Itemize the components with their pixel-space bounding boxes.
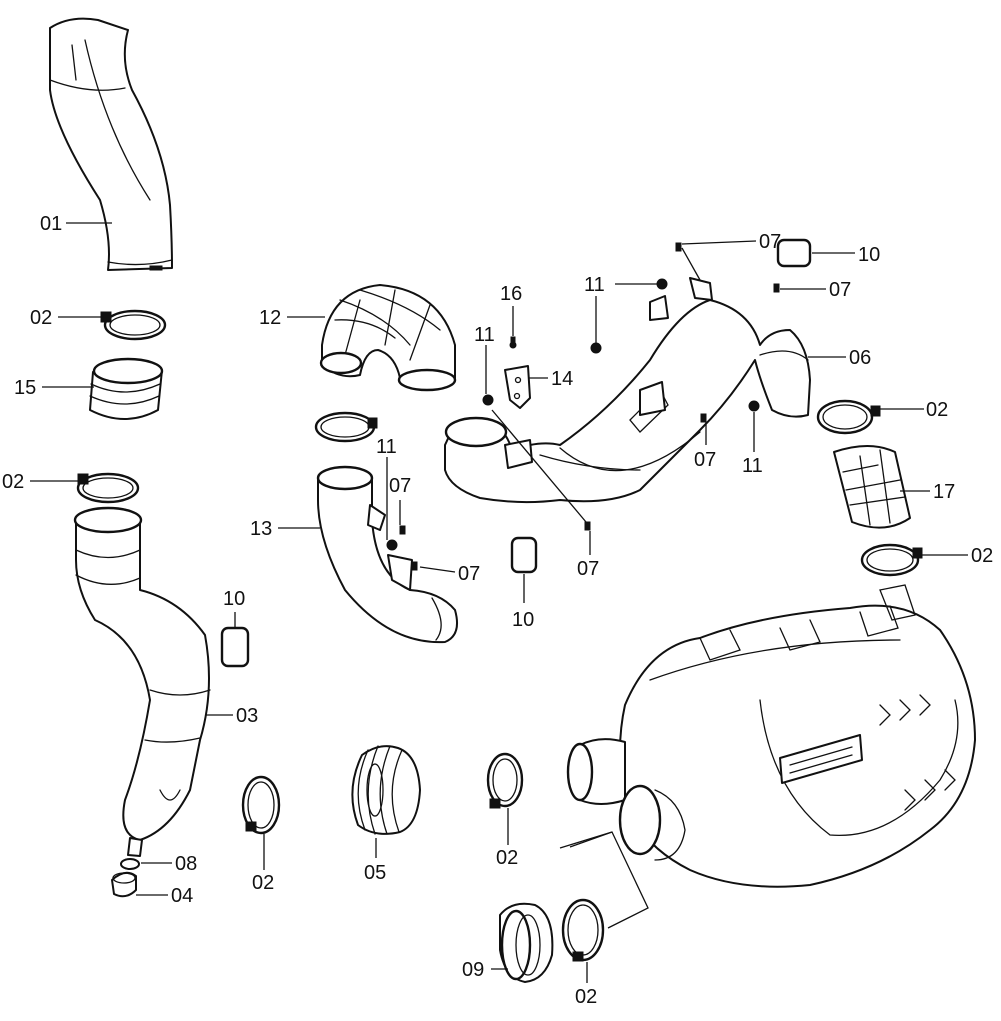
part-02-hose-clamp-d bbox=[816, 399, 881, 435]
callout-02: 02 bbox=[496, 847, 518, 869]
part-01-intake-duct bbox=[49, 17, 173, 271]
callout-07: 07 bbox=[577, 558, 599, 580]
callout-02: 02 bbox=[252, 872, 274, 894]
part-06-main-intake-manifold bbox=[444, 277, 811, 504]
part-02-hose-clamp-g bbox=[486, 752, 524, 809]
callout-06: 06 bbox=[849, 347, 871, 369]
callout-02: 02 bbox=[2, 471, 24, 493]
callout-09: 09 bbox=[462, 959, 484, 981]
part-02-hose-clamp-a bbox=[100, 309, 167, 341]
callout-10: 10 bbox=[223, 588, 245, 610]
part-17-filter-sleeve bbox=[833, 445, 911, 529]
part-09-adapter-ring bbox=[499, 902, 554, 983]
part-03-lower-duct bbox=[73, 506, 211, 857]
part-08-o-ring bbox=[120, 858, 140, 870]
callout-02: 02 bbox=[971, 545, 993, 567]
part-02-hose-clamp-c bbox=[314, 411, 378, 443]
callout-11: 11 bbox=[742, 455, 763, 477]
callout-13: 13 bbox=[250, 518, 272, 540]
callout-12: 12 bbox=[259, 307, 281, 329]
callout-10: 10 bbox=[858, 244, 880, 266]
part-02-hose-clamp-e bbox=[860, 543, 923, 577]
callout-04: 04 bbox=[171, 885, 193, 907]
callout-07: 07 bbox=[759, 231, 781, 253]
part-15-coupling-sleeve bbox=[89, 357, 164, 420]
callout-02: 02 bbox=[575, 986, 597, 1008]
callout-07: 07 bbox=[829, 279, 851, 301]
callout-16: 16 bbox=[500, 283, 522, 305]
callout-14: 14 bbox=[551, 368, 573, 390]
part-14-bracket bbox=[504, 365, 531, 409]
part-12-mesh-elbow bbox=[319, 284, 457, 392]
leader-lines bbox=[30, 222, 968, 983]
part-05-bellows-sleeve bbox=[351, 745, 421, 835]
callout-11: 11 bbox=[376, 436, 397, 458]
callout-01: 01 bbox=[40, 213, 62, 235]
part-02-hose-clamp-b bbox=[76, 472, 140, 504]
callout-08: 08 bbox=[175, 853, 197, 875]
callout-02: 02 bbox=[30, 307, 52, 329]
callout-07: 07 bbox=[389, 475, 411, 497]
callout-05: 05 bbox=[364, 862, 386, 884]
callout-17: 17 bbox=[933, 481, 955, 503]
part-04-drain-cap bbox=[111, 871, 137, 898]
part-02-hose-clamp-h bbox=[561, 898, 605, 962]
callout-10: 10 bbox=[512, 609, 534, 631]
part-13-bent-hose bbox=[316, 465, 458, 644]
callout-07: 07 bbox=[458, 563, 480, 585]
air-box-housing bbox=[566, 584, 976, 888]
callout-07: 07 bbox=[694, 449, 716, 471]
callout-15: 15 bbox=[14, 377, 36, 399]
callout-11: 11 bbox=[474, 324, 495, 346]
fasteners bbox=[386, 242, 780, 571]
callout-labels: 01 02 15 02 13 12 16 14 11 11 11 11 07 0… bbox=[2, 213, 993, 1008]
part-02-hose-clamp-f bbox=[241, 775, 281, 835]
part-10-gaskets bbox=[220, 238, 812, 668]
callout-11: 11 bbox=[584, 274, 605, 296]
callout-02: 02 bbox=[926, 399, 948, 421]
callout-03: 03 bbox=[236, 705, 258, 727]
